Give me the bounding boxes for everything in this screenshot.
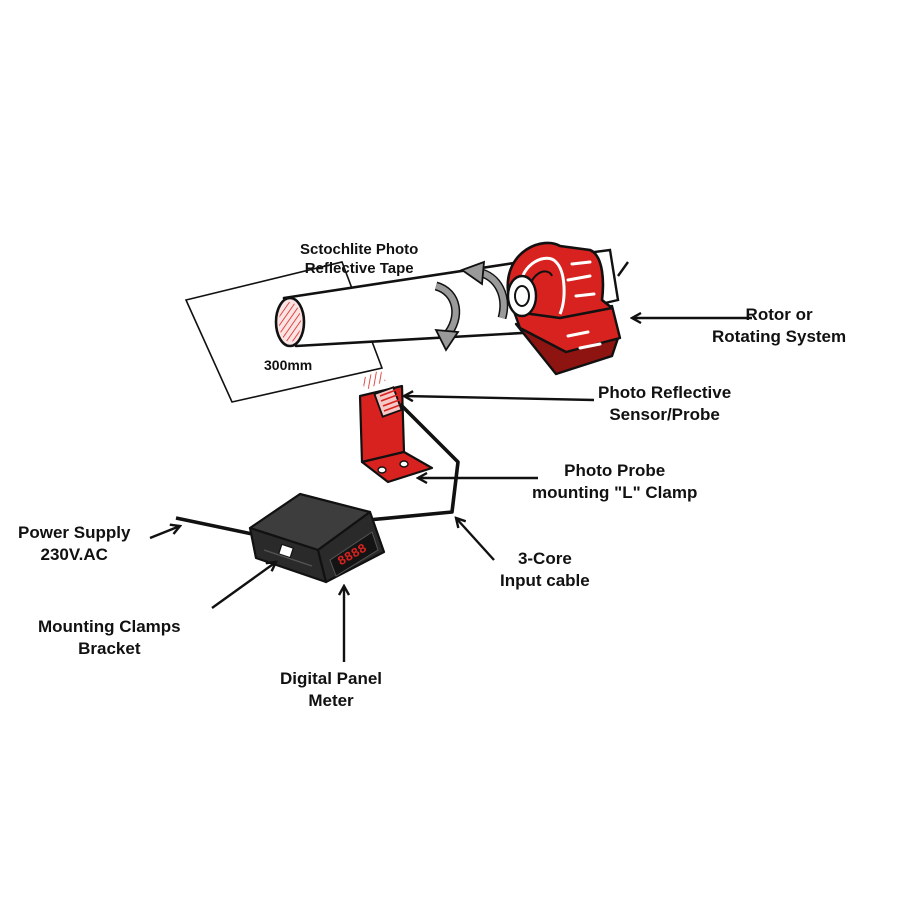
digital-panel-meter [248,492,386,584]
tape-label: Sctochlite Photo Reflective Tape [300,241,419,277]
input-cable [367,402,460,522]
cable-arrow [456,518,495,561]
sensor-probe [373,386,403,418]
distance-label: 300mm [264,357,313,373]
sensor-arrow [404,396,595,400]
mounting-clamp [277,543,295,559]
sensor-label: Photo Reflective Sensor/Probe [598,383,732,424]
cable-label: 3-Core Input cable [500,549,590,590]
rotor-housing [506,241,622,376]
bracket-label: Mounting Clamps Bracket [38,617,181,658]
power-label: Power Supply 230V.AC [18,523,131,564]
sensor-beam [360,369,386,391]
l-clamp [358,384,434,484]
annotation-arrows [149,318,752,662]
bracket-arrow [211,562,276,609]
rotor-label: Rotor or Rotating System [712,305,847,346]
power-cable [175,516,263,538]
clamp-label: Photo Probe mounting "L" Clamp [532,461,698,502]
meter-label: Digital Panel Meter [280,669,383,710]
power-arrow [149,526,180,540]
rotation-arrows [434,260,509,352]
